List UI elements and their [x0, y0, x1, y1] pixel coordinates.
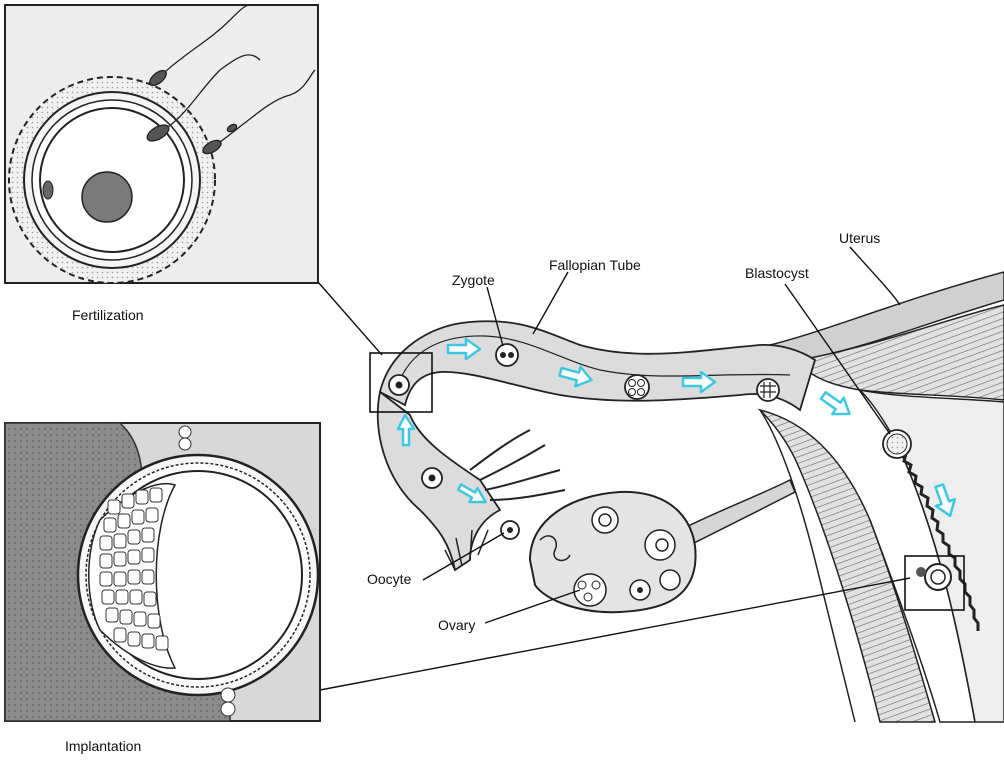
inner-cell-mass — [99, 487, 169, 651]
egg-nucleus — [81, 171, 133, 223]
ovary-label: Ovary — [438, 617, 476, 633]
uterus-label: Uterus — [839, 230, 881, 246]
migration-arrows — [396, 337, 956, 518]
arrow-4 — [558, 365, 593, 388]
arrow-7 — [934, 483, 956, 518]
arrow-3 — [446, 337, 482, 361]
blastocyst-cell — [882, 429, 912, 459]
gland-cells — [178, 425, 236, 717]
arrow-1 — [456, 483, 487, 504]
sperm-cells — [146, 4, 316, 155]
implanted-embryo — [916, 563, 952, 591]
oocyte-label: Oocyte — [367, 571, 412, 587]
arrow-2 — [396, 413, 416, 447]
implantation-inset — [4, 422, 321, 722]
blastocyst-label: Blastocyst — [745, 265, 809, 281]
egg-cell-in-tube — [421, 467, 443, 489]
morula-cell-1 — [624, 374, 650, 400]
uterus-shape — [757, 271, 1004, 723]
fertilization-inset — [4, 4, 319, 284]
fertilization-caption: Fertilization — [72, 307, 144, 323]
fertilized-egg-cell — [388, 374, 410, 396]
arrow-6 — [819, 391, 851, 416]
fallopian-tube-label: Fallopian Tube — [549, 257, 641, 273]
leader-lines — [317, 246, 965, 691]
zygote-label: Zygote — [452, 272, 495, 288]
arrow-5 — [681, 370, 717, 394]
oocyte-cell — [500, 520, 520, 540]
morula-cell-2 — [756, 378, 780, 402]
ovary — [528, 478, 796, 614]
zygote-cell — [495, 343, 519, 367]
implantation-caption: Implantation — [65, 738, 142, 754]
